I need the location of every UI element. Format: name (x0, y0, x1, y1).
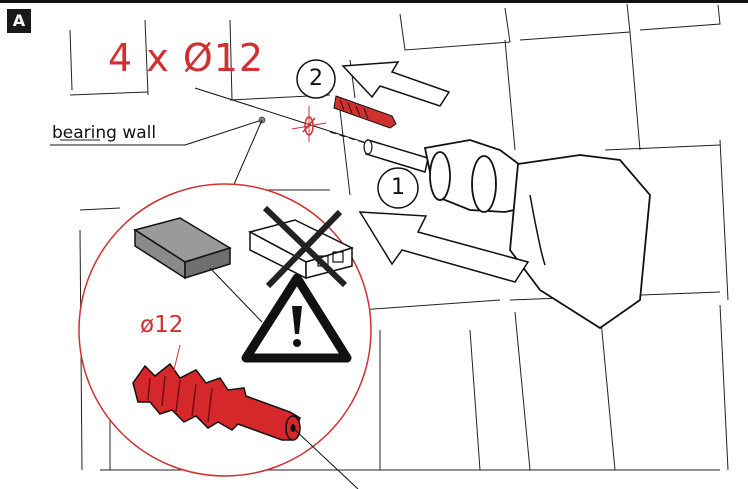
anchor-leader (171, 344, 181, 379)
step-2-circle (296, 59, 336, 99)
drill-icon (363, 139, 651, 330)
step-1-number: 1 (391, 175, 405, 200)
warning-triangle-icon (241, 273, 352, 363)
hole-spec-label: 4 x Ø12 (108, 36, 265, 80)
bearing-wall-label: bearing wall (52, 123, 157, 143)
step-1-circle (377, 167, 419, 209)
step-2-number: 2 (309, 66, 323, 91)
hole-marker (291, 106, 327, 142)
no-hollow-brick-icon (247, 205, 355, 289)
drill-arrow (358, 211, 530, 283)
top-rule (0, 0, 748, 3)
insert-arrow (341, 61, 451, 107)
plug-leader (292, 427, 359, 489)
anchor-diameter-label: ø12 (140, 312, 184, 338)
drill-axis-dash (329, 131, 376, 147)
step-badge: A (7, 9, 31, 33)
block-leader (209, 267, 263, 323)
solid-wall-block-icon (133, 217, 232, 280)
small-wall-plug-icon (333, 95, 397, 129)
wall-tiles (60, 3, 729, 471)
